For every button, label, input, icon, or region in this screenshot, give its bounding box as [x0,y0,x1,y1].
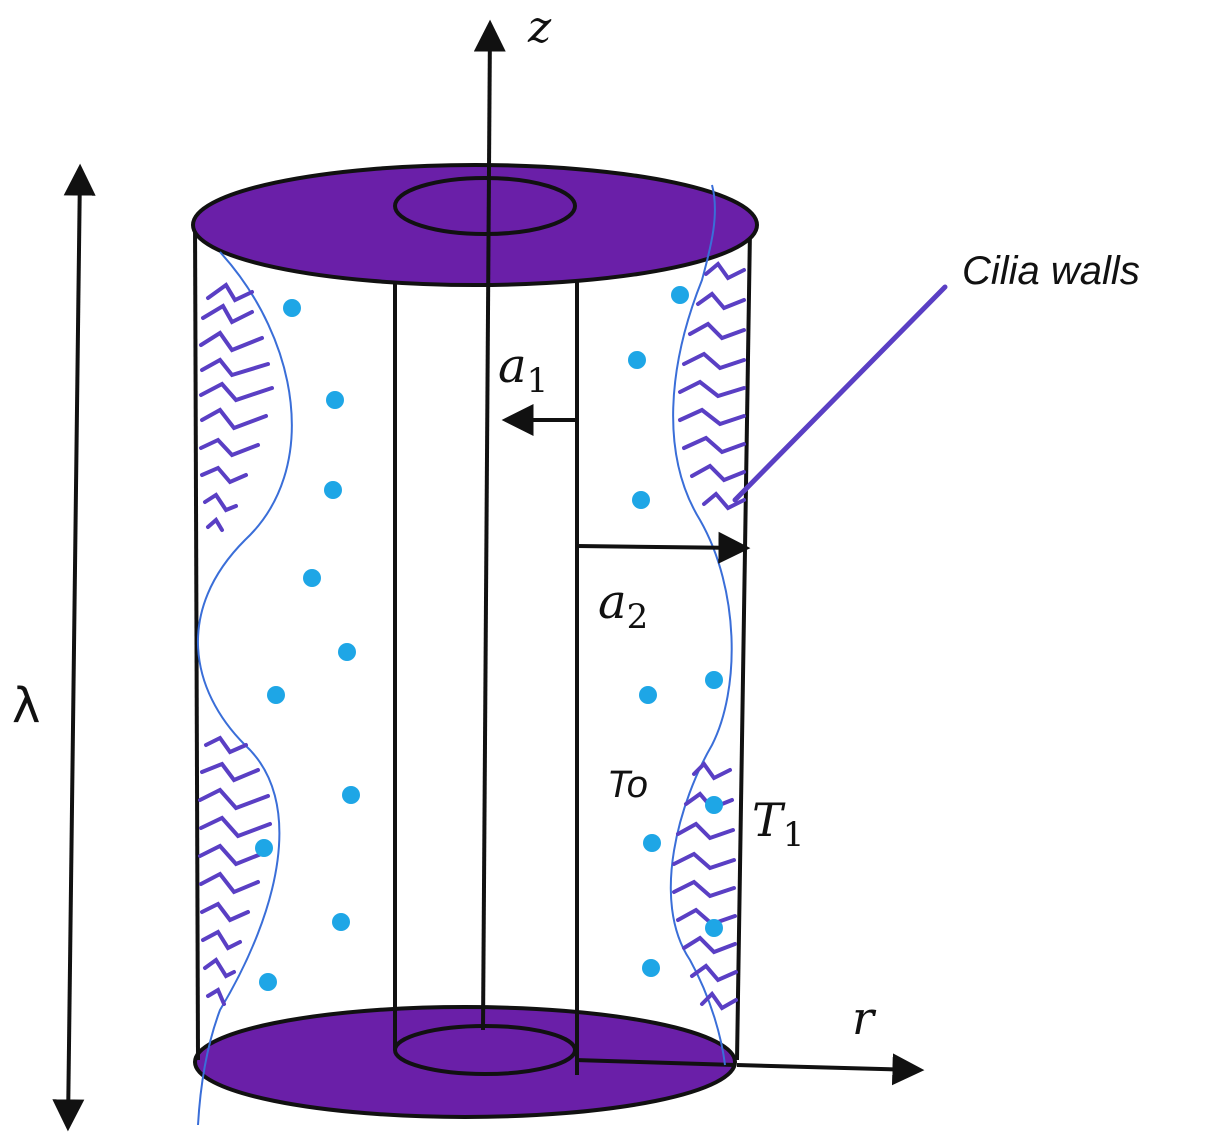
r-axis-arrow [736,1053,925,1086]
particle [326,391,344,409]
particle [332,913,350,931]
z-axis-label: z [527,2,552,53]
particle [642,959,660,977]
right-lower-cilia [672,760,738,1011]
particle [705,919,723,937]
t0-label: To [607,764,648,806]
particle [259,973,277,991]
particle [255,839,273,857]
particle [632,491,650,509]
nanoparticles [255,286,723,991]
outer-wall-left [193,219,200,1061]
right-upper-cilia [678,261,746,511]
particle [283,299,301,317]
bottom-disk [193,1005,737,1119]
left-wall-wave [196,251,293,1126]
z-axis-arrow [473,19,506,1031]
particle [705,796,723,814]
particle [338,643,356,661]
particle [342,786,360,804]
bottom-radius-line [574,1058,736,1067]
particle [639,686,657,704]
left-upper-cilia [199,282,274,532]
outer-wall-right [735,229,752,1061]
a1-label: a1 [498,338,548,401]
particle [705,671,723,689]
top-disk [191,163,759,287]
right-wall-wave [669,184,733,1066]
r-axis-label: r [852,991,877,1045]
a2-arrow [576,531,751,564]
left-lower-cilia [198,735,272,1006]
particle [324,481,342,499]
wavelength-label: λ [12,678,40,734]
cilia-walls-pointer [732,284,948,503]
a2-label: a2 [598,574,648,637]
particle [671,286,689,304]
wavelength-double-arrow [52,163,96,1132]
particle [303,569,321,587]
inner-cylinder-top-ellipse [393,176,577,236]
cilia-walls-label: Cilia walls [962,249,1140,293]
particle [643,834,661,852]
particle [628,351,646,369]
particle [267,686,285,704]
t1-label: T1 [752,793,804,855]
